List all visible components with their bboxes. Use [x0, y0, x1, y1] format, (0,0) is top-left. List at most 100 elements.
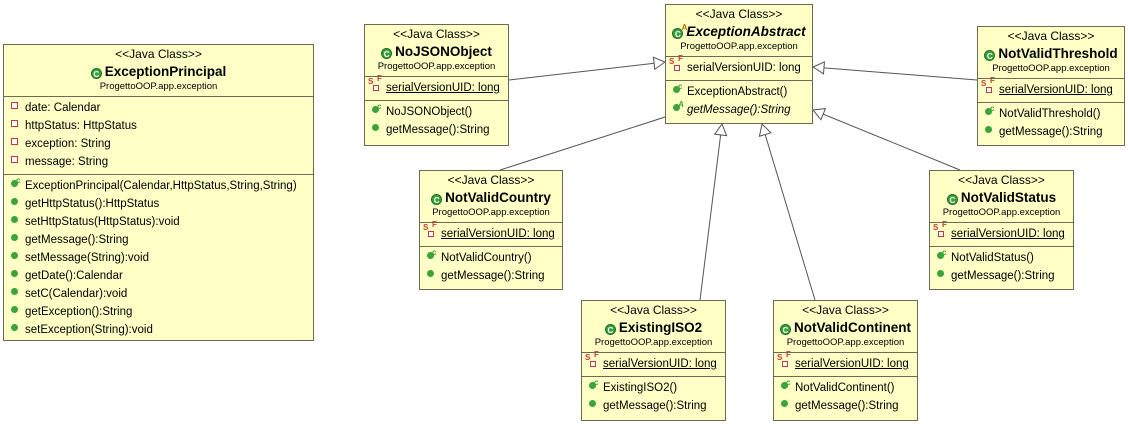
public-method-icon — [984, 124, 996, 135]
method-row: setC(Calendar):void — [4, 285, 313, 303]
method-row: setHttpStatus(HttpStatus):void — [4, 213, 313, 231]
generalization-arrowhead-iso2 — [713, 122, 728, 137]
generalization-line-continent — [761, 123, 816, 301]
method-row: getMessage():String — [582, 397, 725, 415]
public-method-icon — [10, 268, 22, 279]
stereotype: <<Java Class>> — [447, 173, 535, 187]
constructor-icon: c — [426, 248, 438, 261]
constructor-icon: c — [371, 102, 383, 115]
constructor-icon: c — [588, 378, 600, 391]
generalization-arrowhead-continent — [758, 123, 772, 137]
stereotype: <<Java Class>> — [802, 303, 889, 317]
class-name: NotValidStatus — [960, 190, 1057, 205]
stereotype: <<Java Class>> — [115, 47, 202, 61]
package-name: ProgettoOOP.app.exception — [99, 81, 218, 92]
method-row: getMessage():String — [930, 267, 1073, 285]
public-method-icon — [10, 286, 22, 297]
class-name: NotValidCountry — [445, 190, 551, 205]
package-name: ProgettoOOP.app.exception — [680, 41, 798, 52]
field-row: exception: String — [4, 135, 313, 153]
private-field-icon — [10, 100, 22, 111]
stereotype: <<Java Class>> — [958, 173, 1045, 187]
method-row: getMessage():String — [420, 267, 562, 285]
method-row: getMessage():String — [365, 121, 508, 139]
class-name: ExceptionPrincipal — [104, 64, 227, 79]
class-name: NotValidThreshold — [998, 46, 1118, 61]
fields-section: date: Calendar httpStatus: HttpStatus ex… — [4, 96, 313, 174]
stereotype: <<Java Class>> — [695, 7, 783, 21]
class-name: NoJSONObject — [395, 44, 492, 59]
class-icon: C — [946, 194, 958, 205]
class-icon: C — [90, 68, 102, 79]
class-icon: C — [780, 324, 791, 335]
public-method-icon — [936, 268, 948, 279]
method-row: getMessage():String — [978, 123, 1124, 141]
class-icon: C — [984, 50, 996, 61]
package-name: ProgettoOOP.app.exception — [942, 207, 1061, 218]
field-row: message: String — [4, 153, 313, 171]
class-name: ExceptionAbstract — [686, 24, 806, 39]
generalization-line-status — [812, 109, 961, 171]
class-name: NotValidContinent — [794, 320, 911, 335]
constructor-icon: c — [10, 176, 22, 189]
package-name: ProgettoOOP.app.exception — [594, 337, 713, 348]
method-row: getDate():Calendar — [4, 267, 313, 285]
class-name: ExistingISO2 — [618, 320, 703, 335]
public-method-icon — [10, 214, 22, 225]
class-icon: C — [381, 48, 393, 59]
constructor-icon: c — [780, 378, 792, 391]
stereotype: <<Java Class>> — [1007, 29, 1095, 43]
class-icon: C — [431, 194, 443, 205]
method-row: getMessage():String — [774, 397, 917, 415]
public-method-icon — [588, 398, 600, 409]
abstract-method-icon: A — [672, 100, 684, 113]
field-row: httpStatus: HttpStatus — [4, 117, 313, 135]
constructor-icon: c — [984, 104, 996, 117]
public-method-icon — [10, 232, 22, 243]
package-name: ProgettoOOP.app.exception — [432, 207, 550, 218]
generalization-line-country — [499, 109, 688, 171]
public-method-icon — [426, 268, 438, 279]
generalization-arrowhead-threshold — [811, 61, 826, 75]
class-icon: C — [604, 324, 616, 335]
generalization-arrowhead-status — [812, 108, 827, 121]
private-field-icon — [10, 118, 22, 129]
generalization-line-threshold — [812, 66, 978, 81]
